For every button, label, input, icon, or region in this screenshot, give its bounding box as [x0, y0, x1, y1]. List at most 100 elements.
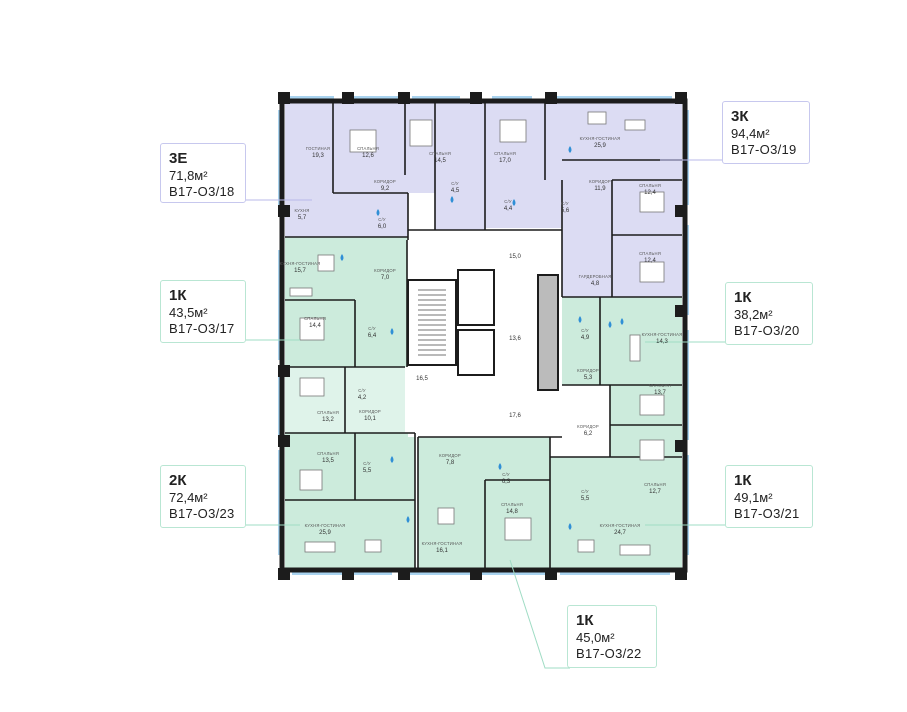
apartment-code: B17-O3/17 — [169, 321, 235, 336]
room-area: 5,5 — [581, 496, 590, 502]
apartment-area: 49,1м² — [734, 490, 773, 505]
room-name: КУХНЯ-ГОСТИНАЯ — [642, 332, 683, 337]
dining-table — [364, 539, 382, 553]
sofa — [304, 541, 336, 553]
room-area: 5,7 — [298, 215, 307, 221]
apartment-card-3e[interactable]: 3Е 71,8м² B17-O3/18 — [160, 143, 246, 203]
apartment-fill-1k-17 — [285, 237, 407, 367]
apartment-area: 45,0м² — [576, 630, 615, 645]
sofa — [619, 544, 651, 556]
column — [278, 435, 290, 447]
water-drop-icon — [568, 146, 572, 153]
room-area: 17,0 — [499, 158, 511, 164]
water-drop-icon — [406, 516, 410, 523]
common-area-value: 16,5 — [416, 376, 428, 382]
room-name: КУХНЯ-ГОСТИНАЯ — [305, 523, 346, 528]
room-name: КОРИДОР — [374, 268, 396, 273]
room-name: СПАЛЬНЯ — [639, 251, 661, 256]
room-area: 7,0 — [381, 275, 390, 281]
room-name: КУХНЯ-ГОСТИНАЯ — [580, 136, 621, 141]
stair-well — [407, 279, 457, 366]
apartment-code: B17-O3/23 — [169, 506, 235, 521]
room-name: СПАЛЬНЯ — [304, 316, 326, 321]
room-area: 13,7 — [654, 390, 666, 396]
room-area: 25,9 — [594, 143, 606, 149]
room-name: КОРИДОР — [359, 409, 381, 414]
elevator-shaft — [457, 269, 495, 326]
column — [278, 365, 290, 377]
room-name: СПАЛЬНЯ — [639, 183, 661, 188]
water-drop-icon — [390, 328, 394, 335]
room-name: СПАЛЬНЯ — [649, 383, 671, 388]
elevator-shaft — [457, 329, 495, 376]
apartment-area: 94,4м² — [731, 126, 770, 141]
room-name: КУХНЯ-ГОСТИНАЯ — [422, 541, 463, 546]
room-name: С/У — [363, 461, 371, 466]
room-name: КОРИДОР — [374, 179, 396, 184]
room-area: 16,1 — [436, 548, 448, 554]
room-area: 6,2 — [584, 431, 593, 437]
apartment-fill-1k-21 — [550, 457, 682, 568]
room-name: С/У — [378, 217, 386, 222]
column — [675, 92, 687, 104]
common-area-value: 13,6 — [509, 336, 521, 342]
bed — [499, 119, 527, 143]
bed — [504, 517, 532, 541]
column — [398, 92, 410, 104]
room-area: 12,4 — [644, 258, 656, 264]
apartment-card-3k[interactable]: 3К 94,4м² B17-O3/19 — [722, 101, 810, 164]
room-name: С/У — [581, 489, 589, 494]
column — [675, 440, 687, 452]
room-area: 6,4 — [368, 333, 377, 339]
room-name: С/У — [561, 201, 569, 206]
bed — [299, 377, 325, 397]
room-area: 4,5 — [451, 188, 460, 194]
room-name: ГОСТИНАЯ — [306, 146, 330, 151]
apartment-area: 72,4м² — [169, 490, 208, 505]
apartment-type: 1К — [734, 472, 752, 489]
room-name: С/У — [502, 472, 510, 477]
room-area: 12,4 — [644, 190, 656, 196]
room-name: СПАЛЬНЯ — [317, 410, 339, 415]
stair-treads — [418, 289, 446, 356]
room-area: 9,2 — [381, 186, 390, 192]
apartment-type: 2К — [169, 472, 187, 489]
apartment-card-1k-22[interactable]: 1К 45,0м² B17-O3/22 — [567, 605, 657, 668]
room-name: КУХНЯ-ГОСТИНАЯ — [600, 523, 641, 528]
room-area: 25,9 — [319, 530, 331, 536]
column — [675, 305, 687, 317]
water-drop-icon — [340, 254, 344, 261]
bed — [409, 119, 433, 147]
columns — [278, 92, 687, 580]
room-area: 4,2 — [358, 395, 367, 401]
column — [545, 568, 557, 580]
apartment-card-1k-17[interactable]: 1К 43,5м² B17-O3/17 — [160, 280, 246, 343]
water-drop-icon — [568, 523, 572, 530]
room-area: 12,7 — [649, 489, 661, 495]
column — [675, 205, 687, 217]
room-name: КОРИДОР — [439, 453, 461, 458]
common-area-value: 17,6 — [509, 413, 521, 419]
room-area: 11,9 — [594, 186, 606, 192]
column — [675, 568, 687, 580]
column — [278, 205, 290, 217]
room-name: КУХНЯ-ГОСТИНАЯ — [280, 261, 321, 266]
room-name: СПАЛЬНЯ — [357, 146, 379, 151]
room-name: КОРИДОР — [577, 424, 599, 429]
apartment-card-1k-21[interactable]: 1К 49,1м² B17-O3/21 — [725, 465, 813, 528]
room-name: СПАЛЬНЯ — [317, 451, 339, 456]
room-area: 5,3 — [584, 375, 593, 381]
furniture — [289, 111, 665, 556]
room-area: 6,3 — [502, 479, 511, 485]
apartment-area: 71,8м² — [169, 168, 208, 183]
apartment-card-2k[interactable]: 2К 72,4м² B17-O3/23 — [160, 465, 246, 528]
apartment-card-1k-20[interactable]: 1К 38,2м² B17-O3/20 — [725, 282, 813, 345]
room-name: С/У — [581, 328, 589, 333]
apartment-code: B17-O3/21 — [734, 506, 800, 521]
room-area: 12,6 — [362, 153, 374, 159]
apartment-type: 1К — [169, 287, 187, 304]
room-area: 14,8 — [506, 509, 518, 515]
apartment-fill-3e — [285, 103, 333, 237]
